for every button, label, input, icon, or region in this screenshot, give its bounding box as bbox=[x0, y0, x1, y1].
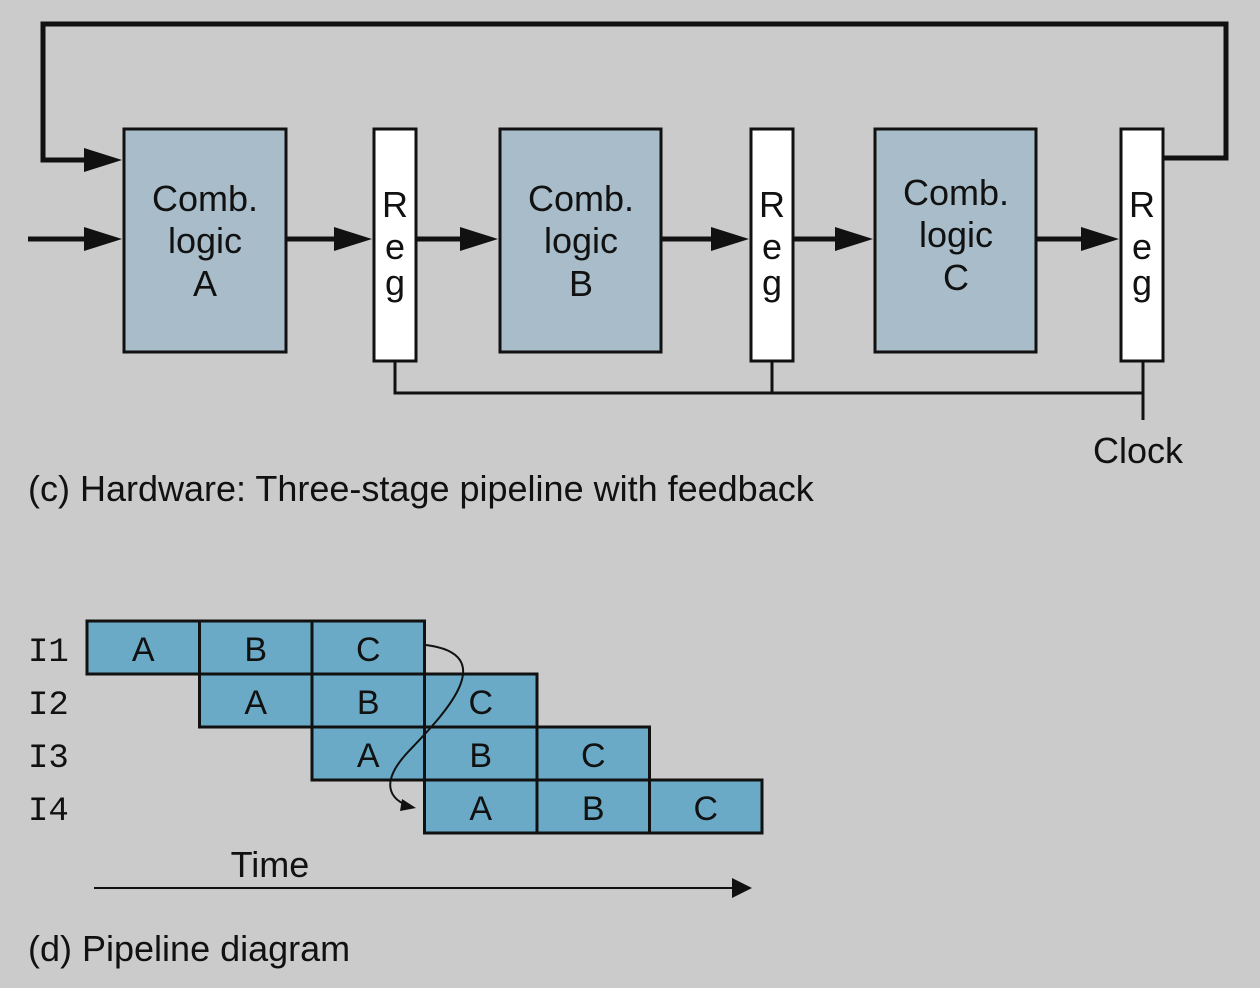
pipeline-cell-label: B bbox=[357, 684, 380, 722]
reg3-letter-r: R bbox=[1129, 184, 1155, 225]
pipeline-cell-label: A bbox=[357, 737, 380, 775]
arrowhead-reg1-b bbox=[460, 227, 498, 251]
pipeline-cell bbox=[535, 725, 651, 782]
dependency-arrow bbox=[389, 644, 465, 808]
input-arrowhead bbox=[84, 227, 122, 251]
pipeline-cell bbox=[198, 672, 314, 729]
feedback-arrowhead bbox=[84, 148, 122, 172]
pipeline-cell-label: B bbox=[244, 631, 267, 669]
hardware-diagram: Clock Comb. logic A Comb. logic B Comb. … bbox=[28, 21, 1229, 509]
comb-c-line-3: C bbox=[943, 257, 969, 298]
pipeline-cell-label: B bbox=[582, 790, 605, 828]
pipeline-cell bbox=[310, 619, 426, 676]
register-3: R e g bbox=[1119, 127, 1165, 363]
arrowhead-c-reg3 bbox=[1081, 227, 1119, 251]
arrowhead-b-reg2 bbox=[711, 227, 749, 251]
pipeline-cell bbox=[535, 778, 651, 835]
register-2: R e g bbox=[749, 127, 795, 363]
register-1: R e g bbox=[372, 127, 418, 363]
arrowhead-reg2-c bbox=[835, 227, 873, 251]
comb-logic-a: Comb. logic A bbox=[122, 127, 288, 354]
comb-a-line-1: Comb. bbox=[152, 178, 258, 219]
time-label: Time bbox=[231, 844, 310, 885]
reg1-letter-r: R bbox=[382, 184, 408, 225]
comb-c-line-2: logic bbox=[919, 214, 993, 255]
reg1-letter-e: e bbox=[385, 226, 405, 267]
arrowhead-a-reg1 bbox=[334, 227, 372, 251]
instruction-label: I2 bbox=[28, 687, 69, 725]
time-axis-arrowhead bbox=[732, 878, 752, 898]
pipeline-caption: (d) Pipeline diagram bbox=[28, 928, 350, 969]
pipeline-cell bbox=[423, 778, 539, 835]
comb-b-line-3: B bbox=[569, 263, 593, 304]
comb-logic-b: Comb. logic B bbox=[498, 127, 663, 354]
instruction-label: I3 bbox=[28, 740, 69, 778]
pipeline-cell-label: C bbox=[693, 790, 718, 828]
comb-b-line-2: logic bbox=[544, 220, 618, 261]
pipeline-cell bbox=[423, 672, 539, 729]
pipeline-cell-label: B bbox=[469, 737, 492, 775]
pipeline-cell bbox=[85, 619, 201, 676]
reg3-letter-e: e bbox=[1132, 226, 1152, 267]
pipeline-cell-label: C bbox=[581, 737, 606, 775]
reg2-letter-e: e bbox=[762, 226, 782, 267]
comb-b-line-1: Comb. bbox=[528, 178, 634, 219]
dependency-arrowhead bbox=[400, 799, 416, 811]
pipeline-cell-label: A bbox=[469, 790, 492, 828]
instruction-label: I1 bbox=[28, 634, 69, 672]
feedback-wire bbox=[40, 21, 1229, 163]
pipeline-cell bbox=[310, 672, 426, 729]
reg2-letter-r: R bbox=[759, 184, 785, 225]
pipeline-cell-label: A bbox=[132, 631, 155, 669]
pipeline-cell-label: C bbox=[356, 631, 381, 669]
clock-label: Clock bbox=[1093, 430, 1184, 471]
comb-logic-c: Comb. logic C bbox=[873, 127, 1038, 354]
pipeline-cell-label: C bbox=[468, 684, 493, 722]
comb-a-line-2: logic bbox=[168, 220, 242, 261]
comb-a-line-3: A bbox=[193, 263, 217, 304]
pipeline-cell bbox=[648, 778, 764, 835]
hardware-caption: (c) Hardware: Three-stage pipeline with … bbox=[28, 468, 815, 509]
clock-wire bbox=[393, 361, 1143, 395]
reg2-letter-g: g bbox=[762, 262, 782, 303]
reg3-letter-g: g bbox=[1132, 262, 1152, 303]
reg1-letter-g: g bbox=[385, 262, 405, 303]
pipeline-cell-label: A bbox=[244, 684, 267, 722]
comb-c-line-1: Comb. bbox=[903, 172, 1009, 213]
instruction-label: I4 bbox=[28, 793, 69, 831]
